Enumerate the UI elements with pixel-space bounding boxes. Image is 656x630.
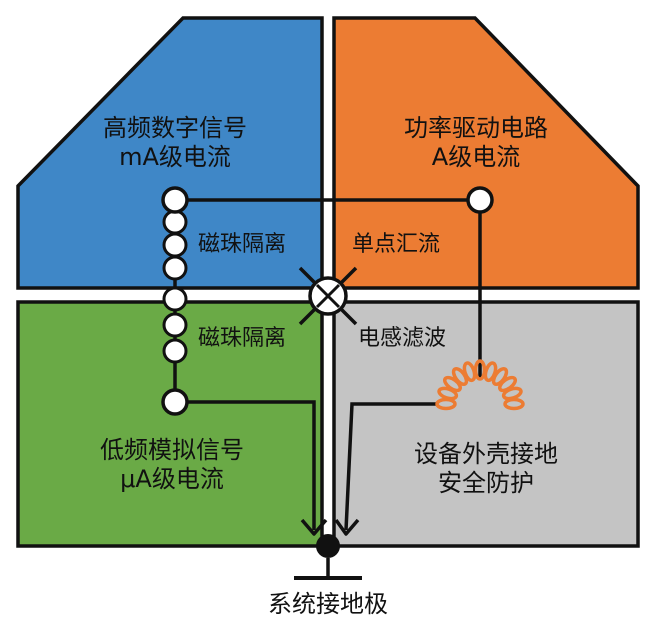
inductor-filter-label: 电感滤波	[358, 326, 447, 351]
inductor-coil-icon	[435, 359, 525, 411]
power-drive-title: 功率驱动电路 A级电流	[404, 114, 548, 171]
zone-power-drive	[332, 16, 640, 290]
system-ground-electrode-icon	[294, 534, 362, 580]
bead	[162, 312, 188, 338]
wire-low-to-ground	[175, 400, 316, 530]
chassis-ground-title: 设备外壳接地 安全防护	[414, 440, 558, 497]
bead	[162, 338, 188, 364]
bead	[162, 286, 188, 312]
bead-isolation-label-upper: 磁珠隔离	[198, 232, 287, 257]
system-ground-label: 系统接地极	[268, 590, 388, 618]
bead-isolation-label-lower: 磁珠隔离	[198, 326, 287, 351]
low-frequency-title: 低频模拟信号 μA级电流	[100, 436, 244, 493]
bead	[162, 255, 188, 281]
node-power	[466, 186, 494, 214]
node-low-frequency	[161, 388, 189, 416]
node-high-frequency	[161, 186, 189, 214]
high-frequency-title: 高频数字信号 mA级电流	[103, 114, 247, 171]
arrow-left	[300, 518, 328, 536]
zone-chassis-ground	[332, 300, 640, 548]
terminal-nodes	[161, 186, 494, 416]
inductor-loop	[503, 397, 525, 411]
bead	[162, 232, 188, 258]
single-point-junction-icon	[298, 266, 358, 326]
bead	[162, 209, 188, 235]
wire-inductor-to-ground	[344, 402, 438, 531]
arrow-right	[334, 518, 360, 536]
single-point-label: 单点汇流	[352, 232, 441, 257]
ground-arrows	[300, 518, 360, 536]
